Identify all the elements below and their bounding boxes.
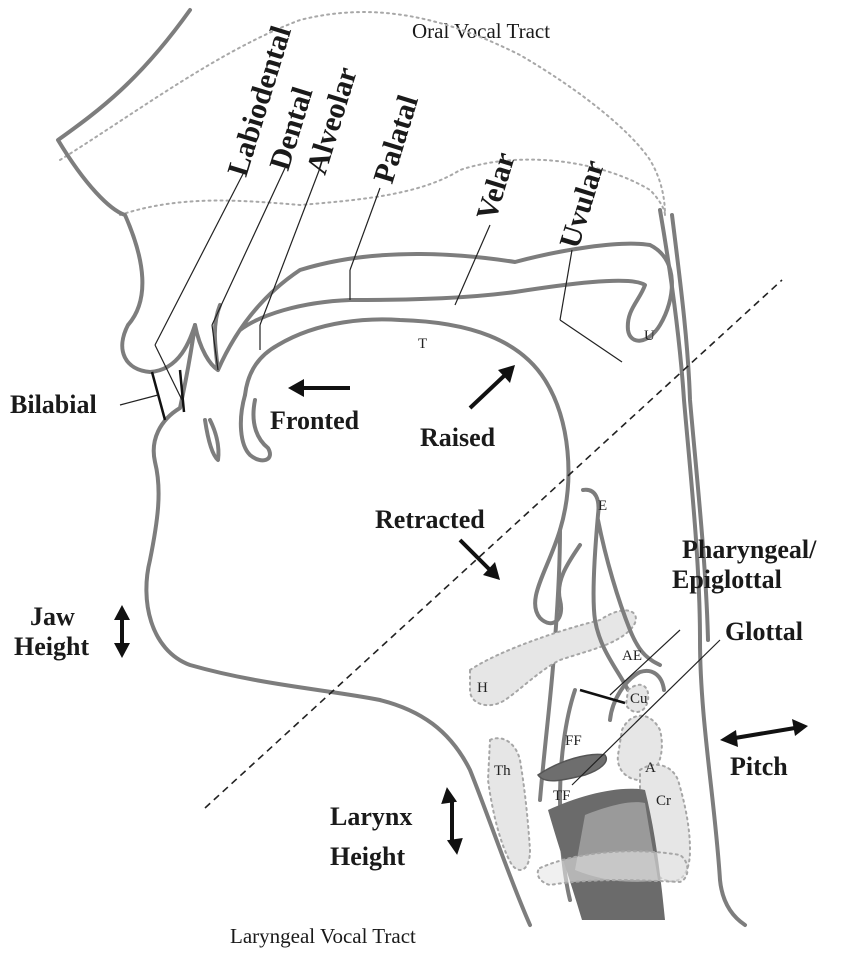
leader-dental [212, 168, 285, 325]
tongue-tip [241, 395, 270, 460]
label-retracted: Retracted [375, 505, 485, 534]
arrow-pitch [720, 719, 808, 747]
label-velar: Velar [470, 149, 522, 225]
lower-teeth [205, 420, 218, 460]
leader-alveolar [260, 168, 320, 325]
label-pitch: Pitch [730, 752, 788, 781]
label-thyroid: Th [494, 763, 511, 779]
label-true-folds: TF [553, 788, 571, 804]
label-cuneiform: Cu [630, 691, 648, 707]
label-uvular: Uvular [553, 156, 611, 252]
leader-bilabial [120, 395, 158, 405]
leader-labiodental [155, 170, 245, 345]
label-cricoid: Cr [656, 793, 671, 809]
label-raised: Raised [420, 423, 496, 452]
label-jaw-1: Jaw [30, 602, 75, 631]
arrow-retracted [460, 540, 500, 580]
label-hyoid: H [477, 680, 488, 696]
label-arytenoid: A [645, 760, 656, 776]
leader-velar [455, 225, 490, 305]
label-pharyngeal-1: Pharyngeal/ [682, 535, 817, 564]
leader-uvular-2 [560, 320, 622, 362]
arrow-larynx-height [439, 786, 465, 856]
label-jaw-2: Height [14, 632, 89, 661]
leader-pharyngeal [610, 630, 680, 695]
arrow-jaw-height [114, 605, 130, 658]
oral-tract-title: Oral Vocal Tract [412, 19, 550, 43]
arrow-raised [470, 365, 515, 408]
label-tongue: T [418, 336, 427, 352]
label-false-folds: FF [565, 733, 582, 749]
tongue [245, 319, 580, 623]
lower-cartilage-band [538, 851, 688, 885]
label-uvula: U [644, 328, 655, 344]
label-palatal: Palatal [367, 91, 425, 187]
label-glottal: Glottal [725, 617, 803, 646]
label-aryepiglottic: AE [622, 648, 642, 664]
false-fold [538, 754, 606, 780]
label-bilabial: Bilabial [10, 390, 97, 419]
palate-roof [218, 244, 672, 370]
label-larynx-2: Height [330, 842, 405, 871]
laryngeal-tract-title: Laryngeal Vocal Tract [230, 924, 416, 948]
label-fronted: Fronted [270, 406, 360, 435]
label-pharyngeal-2: Epiglottal [672, 565, 782, 594]
label-larynx-1: Larynx [330, 802, 412, 831]
arrow-fronted [288, 379, 350, 397]
label-epiglottis: E [598, 498, 607, 514]
thyroid-shape [488, 738, 530, 870]
